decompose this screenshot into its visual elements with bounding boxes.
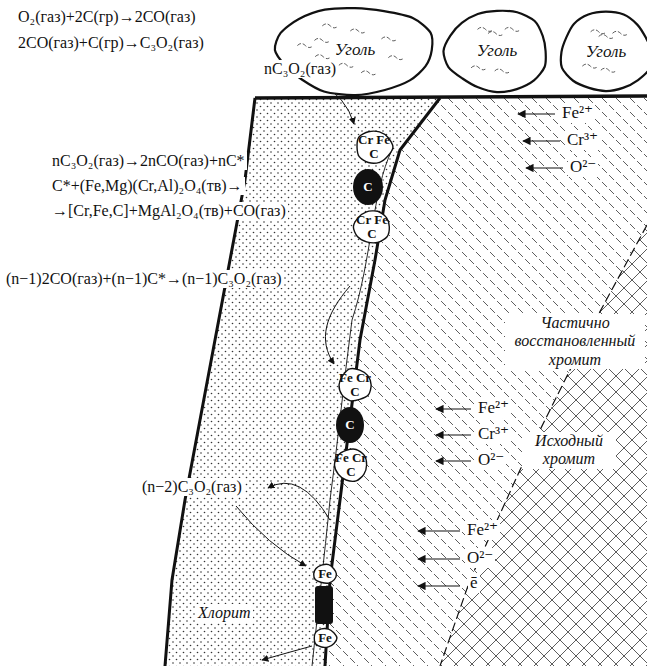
chromite-region [325, 98, 647, 666]
element-label: Cr Fe C [353, 133, 395, 161]
metal-particle: Fe Cr C [332, 446, 370, 484]
region-name: Частично восстановленный хромит [505, 314, 645, 369]
metal-particle: Cr Fe C [351, 208, 393, 246]
original-chromite-region [440, 225, 647, 666]
element-label: Cr Fe C [351, 213, 393, 241]
vein-wall [325, 98, 440, 666]
gas-label: nC₃O₂(газ) [262, 60, 338, 78]
crack-line [312, 150, 392, 666]
coal-lump: Уголь [270, 2, 440, 98]
coal-label: Уголь [556, 42, 647, 62]
original-chromite-region [440, 225, 647, 666]
region-name: Исходный хромит [522, 432, 616, 469]
coal-lump: Уголь [556, 8, 647, 96]
ion-label: O²⁻ [465, 548, 495, 568]
reaction-equation: →[Cr,Fe,C]+MgAl₂O₄(тв)+CO(газ) [50, 202, 288, 220]
reaction-equation: 2CO(газ)+C(гр)→C₃O₂(газ) [18, 34, 204, 52]
ion-label: Fe²⁺ [465, 520, 500, 540]
ion-label: Fe²⁺ [476, 398, 511, 418]
element-label: Fe [311, 631, 339, 645]
element-label: Fe [311, 567, 339, 581]
element-label: Fe Cr C [332, 451, 370, 479]
ion-label: ē [468, 573, 480, 593]
ion-label: O²⁻ [476, 450, 506, 470]
carbon-fill [336, 407, 364, 443]
metal-particle: Fe Cr C [336, 366, 374, 404]
element-label: C [352, 180, 384, 194]
metal-particle: Fe [311, 626, 339, 650]
element-label: C [335, 418, 365, 432]
gas-label: (n−2)C₃O₂(газ) [140, 478, 244, 496]
coal-label: Уголь [270, 40, 440, 60]
gas-flow-arrow [262, 646, 312, 660]
ion-label: Fe²⁺ [560, 103, 595, 123]
region-boundary [440, 225, 647, 666]
reaction-equation: (n−1)2CO(газ)+(n−1)C*→(n−1)C₃O₂(газ) [4, 270, 284, 288]
carbon-fill [353, 169, 383, 205]
ion-label: O²⁻ [568, 157, 598, 177]
carbon-particle: C [335, 406, 365, 444]
carbon-particle [315, 586, 333, 624]
gas-flow-arrow [325, 286, 350, 364]
metal-particle: Fe [311, 562, 339, 586]
coal-lump: Уголь [441, 6, 553, 96]
gas-flow-arrow [236, 506, 306, 566]
region-name: Хлорит [196, 604, 253, 622]
reaction-equation: nC₃O₂(газ)→2nCO(газ)+nC* [50, 152, 247, 170]
ion-label: Cr³⁺ [565, 130, 600, 150]
reaction-equation: C*+(Fe,Mg)(Cr,Al)₂O₄(тв)→ [50, 177, 245, 195]
ion-label: Cr³⁺ [476, 424, 511, 444]
carbon-particle: C [352, 168, 384, 206]
element-label: Fe Cr C [336, 371, 374, 399]
coal-label: Уголь [441, 41, 553, 61]
coal-boundary [255, 96, 647, 98]
metal-particle: Cr Fe C [353, 128, 395, 166]
gas-flow-arrow [268, 483, 330, 520]
reaction-equation: O₂(газ)+2C(гр)→2CO(газ) [18, 8, 196, 26]
